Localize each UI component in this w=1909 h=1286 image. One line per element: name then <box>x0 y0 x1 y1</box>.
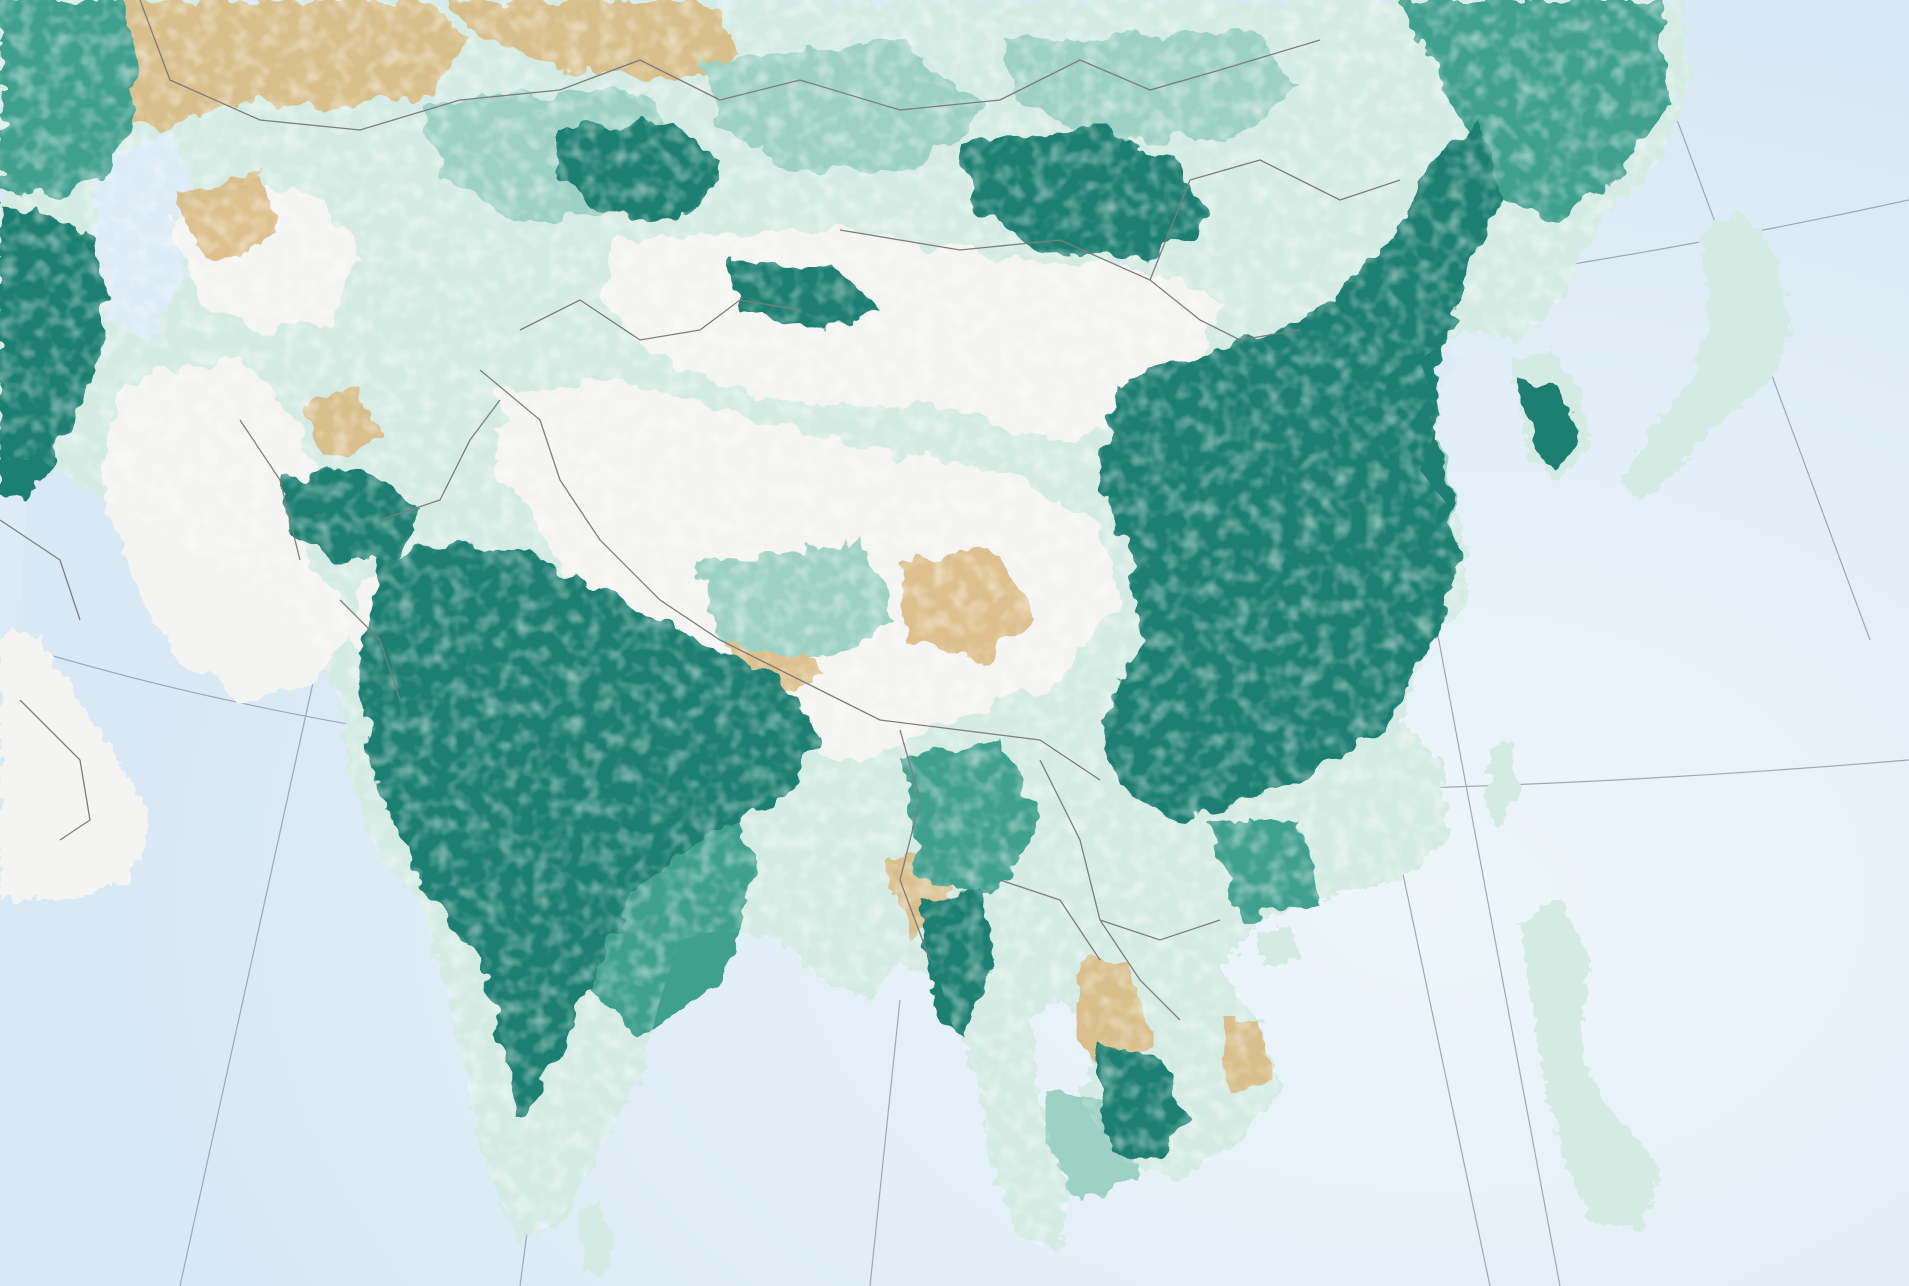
border-line <box>19 699 91 841</box>
border-line <box>479 369 1101 781</box>
border-line <box>1149 159 1401 281</box>
border-line <box>1099 919 1221 941</box>
border-line <box>899 729 931 961</box>
border-line <box>139 0 1321 131</box>
border-line <box>379 399 501 521</box>
border-line <box>0 519 81 621</box>
japan-island <box>1620 210 1790 500</box>
border-line <box>519 299 801 341</box>
graticule-line <box>869 999 901 1286</box>
hainan-island <box>1255 925 1300 970</box>
border-line <box>999 879 1101 961</box>
sri-lanka-island <box>580 1200 615 1280</box>
philippines-islands <box>1520 900 1660 1230</box>
border-line <box>339 599 401 701</box>
graticule-line <box>1399 859 1491 1286</box>
desert-region <box>0 620 150 900</box>
border-line <box>239 419 301 561</box>
strong-greening-korea <box>1520 380 1580 470</box>
country-borders <box>0 0 1401 1021</box>
taiwan-island <box>1485 740 1520 830</box>
